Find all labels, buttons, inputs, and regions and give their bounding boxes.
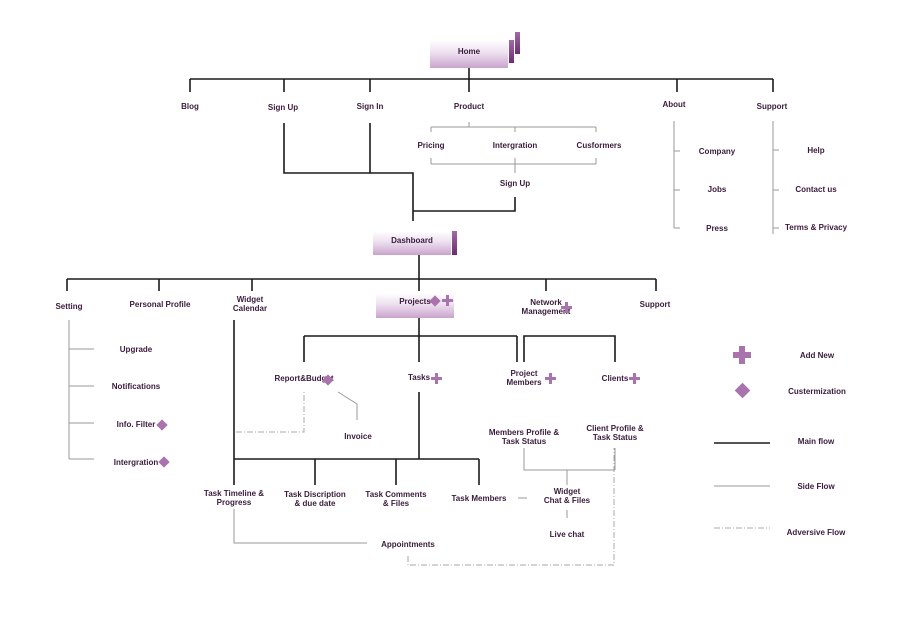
node-integration-setting[interactable]: Intergration <box>113 458 159 467</box>
node-task-comments-1[interactable]: Task Comments <box>365 490 427 499</box>
node-upgrade[interactable]: Upgrade <box>119 345 153 354</box>
node-widget-chat-2[interactable]: Chat & Files <box>543 496 591 505</box>
node-customers[interactable]: Cusformers <box>576 141 622 150</box>
node-widget-chat-1[interactable]: Widget <box>553 487 581 496</box>
node-info-filter[interactable]: Info. Filter <box>116 420 156 429</box>
node-product-sign-up[interactable]: Sign Up <box>499 179 531 188</box>
node-sign-up[interactable]: Sign Up <box>267 103 299 112</box>
node-network-1[interactable]: Network <box>530 298 562 307</box>
node-clients[interactable]: Clients <box>601 374 629 383</box>
adversive-flow-lines <box>236 392 770 566</box>
node-task-members[interactable]: Task Members <box>451 494 507 503</box>
main-flow-lines <box>66 68 774 485</box>
node-client-profile-1[interactable]: Client Profile & <box>586 424 644 433</box>
plus-icon <box>629 373 640 384</box>
plus-icon <box>561 302 572 313</box>
node-live-chat[interactable]: Live chat <box>549 530 585 539</box>
node-appointments[interactable]: Appointments <box>381 540 435 549</box>
side-flow-lines <box>68 121 779 544</box>
node-integration-product[interactable]: Intergration <box>492 141 538 150</box>
plus-icon <box>431 373 442 384</box>
legend-side-flow: Side Flow <box>797 482 835 491</box>
node-task-description-2[interactable]: & due date <box>294 499 336 508</box>
node-press[interactable]: Press <box>706 224 728 233</box>
node-dashboard-label: Dashboard <box>391 236 433 245</box>
node-projects[interactable]: Projects <box>399 297 431 306</box>
legend-adversive-flow: Adversive Flow <box>786 528 846 537</box>
node-network-2[interactable]: Management <box>521 307 571 316</box>
node-home[interactable]: Home <box>430 32 520 68</box>
legend-customization: Custermization <box>788 387 846 396</box>
node-support-dash[interactable]: Support <box>639 300 671 309</box>
legend-add-new: Add New <box>799 351 835 360</box>
legend-main-flow: Main flow <box>797 437 835 446</box>
node-product[interactable]: Product <box>453 102 485 111</box>
node-setting[interactable]: Setting <box>55 302 83 311</box>
plus-icon <box>733 346 751 364</box>
node-task-timeline-1[interactable]: Task Timeline & <box>203 489 265 498</box>
node-project-members-2[interactable]: Members <box>506 378 542 387</box>
node-projects-box[interactable] <box>376 293 454 318</box>
node-task-description-1[interactable]: Task Discription <box>284 490 346 499</box>
node-client-profile-2[interactable]: Task Status <box>592 433 638 442</box>
node-tasks[interactable]: Tasks <box>407 373 431 382</box>
node-report-budget[interactable]: Report&Budget <box>274 374 334 383</box>
node-members-profile-2[interactable]: Task Status <box>501 437 547 446</box>
node-blog[interactable]: Blog <box>181 102 199 111</box>
node-about[interactable]: About <box>662 100 686 109</box>
node-dashboard[interactable]: Dashboard <box>373 231 457 255</box>
node-notifications[interactable]: Notifications <box>111 382 161 391</box>
node-project-members-1[interactable]: Project <box>510 369 538 378</box>
node-sign-in[interactable]: Sign In <box>356 102 384 111</box>
node-help[interactable]: Help <box>807 146 825 155</box>
node-company[interactable]: Company <box>698 147 736 156</box>
node-personal-profile[interactable]: Personal Profile <box>129 300 191 309</box>
node-pricing[interactable]: Pricing <box>417 141 445 150</box>
node-members-profile-1[interactable]: Members Profile & <box>488 428 560 437</box>
node-invoice[interactable]: Invoice <box>344 432 372 441</box>
node-home-label: Home <box>457 47 481 56</box>
node-task-timeline-2[interactable]: Progress <box>216 498 252 507</box>
node-support-top[interactable]: Support <box>756 102 788 111</box>
node-terms[interactable]: Terms & Privacy <box>784 223 848 232</box>
plus-icon <box>545 373 556 384</box>
node-widget-calendar-1[interactable]: Widget <box>236 295 264 304</box>
node-jobs[interactable]: Jobs <box>707 185 727 194</box>
plus-icon <box>442 295 453 306</box>
node-contact[interactable]: Contact us <box>795 185 837 194</box>
node-widget-calendar-2[interactable]: Calendar <box>232 304 268 313</box>
node-task-comments-2[interactable]: & Files <box>382 499 410 508</box>
